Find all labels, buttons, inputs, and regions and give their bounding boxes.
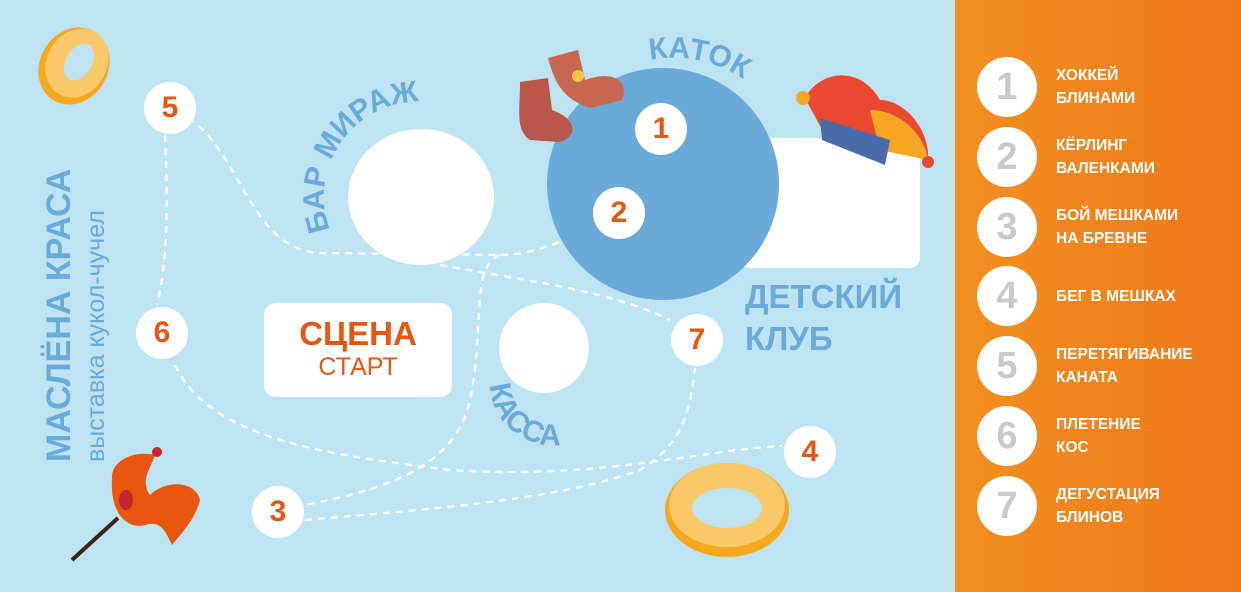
bagel-icon [665, 463, 789, 557]
legend-number: 2 [977, 127, 1037, 187]
marker-4[interactable]: 4 [784, 426, 836, 478]
kids-club-line1: ДЕТСКИЙ [745, 278, 903, 315]
marker-5[interactable]: 5 [144, 82, 196, 134]
venue-map: БАР МИРАЖ КАТОК КАССА [38, 27, 934, 562]
legend-item: 3 БОЙ МЕШКАМИ НА БРЕВНЕ [977, 197, 1237, 257]
marker-3[interactable]: 3 [252, 486, 304, 538]
legend-number: 6 [977, 406, 1037, 466]
legend-item: 4 БЕГ В МЕШКАХ [977, 266, 1237, 326]
legend-label: ДЕГУСТАЦИЯ [1056, 486, 1160, 503]
kids-club-area [740, 138, 920, 268]
legend-label: ПЕРЕТЯГИВАНИЕ [1056, 346, 1193, 363]
jester-hat-icon [796, 75, 934, 168]
route-paths [155, 117, 783, 522]
legend-label: БЛИНАМИ [1056, 90, 1136, 107]
legend-label: ВАЛЕНКАМИ [1056, 160, 1155, 177]
legend-label: КЁРЛИНГ [1056, 137, 1128, 154]
legend-label: ХОККЕЙ [1056, 67, 1119, 84]
kids-club-line2: КЛУБ [745, 320, 833, 357]
legend-item: 2 КЁРЛИНГ ВАЛЕНКАМИ [977, 127, 1237, 187]
legend-item: 1 ХОККЕЙ БЛИНАМИ [977, 57, 1237, 117]
bar-area [348, 129, 494, 265]
felt-boots-icon [519, 50, 624, 142]
legend-label: БЕГ В МЕШКАХ [1056, 287, 1176, 305]
route-5-2 [187, 117, 601, 257]
marker-7[interactable]: 7 [671, 314, 723, 366]
cashier-area [499, 303, 589, 393]
legend-item: 5 ПЕРЕТЯГИВАНИЕ КАНАТА [977, 336, 1237, 396]
legend-label: КОС [1056, 439, 1089, 456]
kids-club-label: ДЕТСКИЙ КЛУБ [745, 276, 902, 360]
route-6-4 [174, 364, 783, 474]
legend-number: 1 [977, 57, 1037, 117]
rink-area [547, 68, 779, 300]
stage-box: СЦЕНА СТАРТ [264, 303, 452, 397]
legend-panel: 1 ХОККЕЙ БЛИНАМИ 2 КЁРЛИНГ ВАЛЕНКАМИ 3 БОЙ… [955, 0, 1241, 592]
marker-2[interactable]: 2 [593, 187, 645, 239]
exhibit-subtitle: выставка кукол-чучел [82, 210, 110, 462]
legend-item: 7 ДЕГУСТАЦИЯ БЛИНОВ [977, 476, 1237, 536]
legend-label: НА БРЕВНЕ [1056, 230, 1148, 247]
stage-label: СЦЕНА [299, 315, 417, 352]
legend-number: 3 [977, 197, 1037, 257]
route-bar-7 [439, 263, 671, 321]
legend-label: БОЙ МЕШКАМИ [1056, 207, 1179, 224]
legend-number: 7 [977, 476, 1037, 536]
route-3-7 [304, 367, 697, 522]
start-label: СТАРТ [318, 353, 398, 381]
bagel-icon [38, 27, 110, 105]
marker-1[interactable]: 1 [635, 103, 687, 155]
legend-label: БЛИНОВ [1056, 509, 1124, 526]
rooster-lollipop-icon [70, 447, 200, 562]
legend-item: 6 ПЛЕТЕНИЕ КОС [977, 406, 1237, 466]
legend-label: ПЛЕТЕНИЕ [1056, 416, 1141, 433]
legend-number: 4 [977, 266, 1037, 326]
exhibit-title: МАСЛЁНА КРАСА [40, 168, 78, 462]
marker-6[interactable]: 6 [136, 307, 188, 359]
route-5-6 [155, 134, 168, 306]
legend-number: 5 [977, 336, 1037, 396]
legend-label: КАНАТА [1056, 369, 1118, 386]
